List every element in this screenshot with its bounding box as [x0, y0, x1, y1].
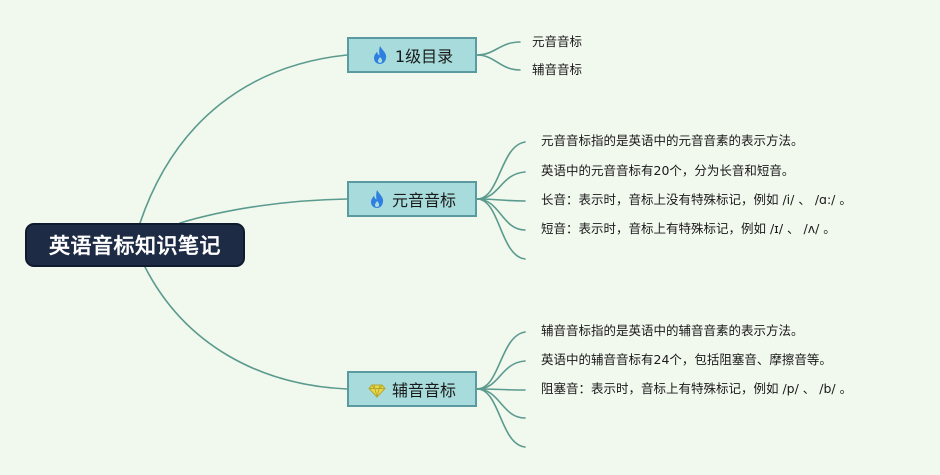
branch-node-2[interactable]: 元音音标 [347, 181, 477, 217]
connector-b2-leaf-5 [476, 198, 526, 260]
connector-b3-leaf-2 [476, 360, 526, 390]
fire-icon [371, 45, 389, 65]
leaf-item[interactable]: 英语中的元音音标有20个，分为长音和短音。 [541, 163, 795, 178]
leaf-item[interactable]: 元音音标 [532, 34, 583, 49]
leaf-item[interactable]: 元音音标指的是英语中的元音音素的表示方法。 [541, 133, 804, 148]
connector-root-branch-3 [144, 266, 348, 390]
branch-node-3[interactable]: 辅音音标 [347, 371, 477, 407]
leaf-item[interactable]: 阻塞音：表示时，音标上有特殊标记，例如 /p/ 、 /b/ 。 [541, 381, 853, 396]
branch-label: 辅音音标 [391, 381, 456, 400]
connector-b1-leaf-1 [476, 41, 521, 56]
root-label: 英语音标知识笔记 [49, 234, 221, 258]
gem-icon [368, 379, 386, 399]
connector-b3-leaf-1 [476, 331, 526, 390]
branch-label: 元音音标 [391, 191, 456, 210]
branch-label: 1级目录 [394, 47, 454, 66]
connector-b1-leaf-2 [476, 54, 521, 71]
connector-b3-leaf-5 [476, 388, 526, 448]
connector-b2-leaf-4 [476, 198, 526, 231]
connector-b3-leaf-4 [476, 388, 526, 419]
connector-b2-leaf-2 [476, 171, 526, 200]
leaf-item[interactable]: 短音：表示时，音标上有特殊标记，例如 /ɪ/ 、 /ʌ/ 。 [541, 221, 836, 236]
leaf-item[interactable]: 英语中的辅音音标有24个，包括阻塞音、摩擦音等。 [541, 352, 832, 367]
root-node[interactable]: 英语音标知识笔记 [25, 223, 245, 267]
branch-node-1[interactable]: 1级目录 [347, 37, 477, 73]
connector-b2-leaf-1 [476, 141, 526, 200]
leaf-item[interactable]: 辅音音标指的是英语中的辅音音素的表示方法。 [541, 323, 804, 338]
connector-root-branch-1 [139, 54, 348, 224]
fire-icon [368, 189, 386, 209]
leaf-item[interactable]: 辅音音标 [532, 62, 583, 77]
leaf-item[interactable]: 长音：表示时，音标上没有特殊标记，例如 /i/ 、 /ɑ:/ 。 [541, 192, 852, 207]
connector-root-branch-2 [179, 198, 348, 224]
